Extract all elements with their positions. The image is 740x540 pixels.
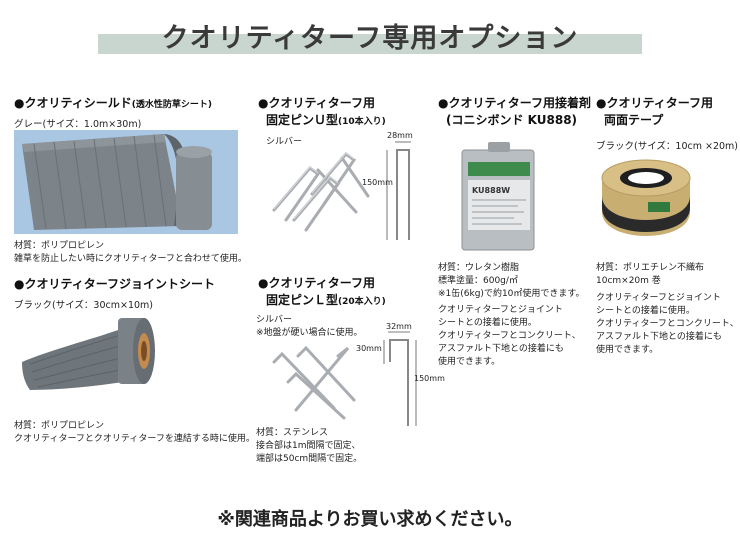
shield-sheet-image xyxy=(14,130,238,234)
adhesive-note: ※1缶(6kg)で約10㎡使用できます。 xyxy=(438,289,585,299)
adhesive-heading-line1: ●クオリティターフ用接着剤 xyxy=(438,96,592,110)
footer-note: ※関連商品よりお買い求めください。 xyxy=(217,509,523,530)
pin-u-name: 固定ピンＵ型 xyxy=(266,113,339,127)
title-banner xyxy=(98,34,642,54)
tape-usage-1: クオリティターフとジョイント xyxy=(596,293,721,303)
pin-u-name-note: (10本入り) xyxy=(338,117,386,127)
shield-name-note: (透水性防草シート) xyxy=(131,100,212,110)
pin-l-note: ※地盤が硬い場合に使用。 xyxy=(256,328,363,338)
tape-size: 10cm×20m 巻 xyxy=(596,276,661,286)
tape-usage-3: クオリティターフとコンクリート、 xyxy=(596,319,739,329)
adhesive-can-label: KU888W xyxy=(472,186,510,195)
tape-heading-line2: 両面テープ xyxy=(604,113,664,127)
shield-name: ●クオリティシールド xyxy=(14,96,132,110)
adhesive-usage-5: 使用できます。 xyxy=(438,357,501,367)
joint-sheet-spec: ブラック(サイズ：30cm×10m) xyxy=(14,300,153,311)
joint-sheet-usage: クオリティターフとクオリティターフを連結する時に使用。 xyxy=(14,434,255,444)
adhesive-can-image: KU888W xyxy=(461,142,535,251)
tape-heading-line1: ●クオリティターフ用 xyxy=(596,96,714,110)
joint-sheet-heading: ●クオリティターフジョイントシート xyxy=(14,277,216,291)
pin-l-height-dim: 150mm xyxy=(414,374,445,383)
adhesive-coverage: 標準塗量：600g/㎡ xyxy=(438,276,518,286)
tape-usage-4: アスファルト下地との接着にも xyxy=(596,332,722,342)
shield-material: 材質：ポリプロピレン xyxy=(14,241,105,251)
pin-l-name-note: (20本入り) xyxy=(338,297,386,307)
pin-l-hook-dim: 30mm xyxy=(356,344,382,353)
pin-u-diagram xyxy=(386,141,411,240)
adhesive-heading-line2: (コニシボンド KU888) xyxy=(446,113,578,127)
pin-l-name: 固定ピンＬ型 xyxy=(266,293,339,307)
joint-sheet-image xyxy=(22,318,155,390)
page-title: クオリティターフ専用オプション xyxy=(161,23,579,54)
adhesive-material: 材質：ウレタン樹脂 xyxy=(438,263,520,273)
tape-usage-2: シートとの接着に使用。 xyxy=(596,306,695,316)
pin-u-width-dim: 28mm xyxy=(387,131,413,140)
pin-l-width-dim: 32mm xyxy=(386,322,412,331)
pin-u-color: シルバー xyxy=(266,137,303,147)
pin-l-heading-line1: ●クオリティターフ用 xyxy=(258,276,376,290)
pin-l-diagram xyxy=(383,331,417,426)
pin-l-text-2: 端部は50cm間隔で固定。 xyxy=(256,454,363,464)
tape-usage-5: 使用できます。 xyxy=(596,345,659,355)
pin-u-image xyxy=(272,151,370,232)
tape-roll-image xyxy=(601,159,691,236)
pin-u-heading-line2: 固定ピンＵ型(10本入り) xyxy=(266,112,386,131)
pin-u-height-dim: 150mm xyxy=(362,178,393,187)
tape-spec: ブラック(サイズ：10cm ×20m) xyxy=(596,141,739,152)
adhesive-usage-2: シートとの接着に使用。 xyxy=(438,318,537,328)
pin-l-image xyxy=(272,345,356,420)
shield-heading: ●クオリティシールド(透水性防草シート) xyxy=(14,95,212,114)
pin-l-heading-line2: 固定ピンＬ型(20本入り) xyxy=(266,292,386,311)
pin-l-color: シルバー xyxy=(256,315,293,325)
pin-u-heading-line1: ●クオリティターフ用 xyxy=(258,96,376,110)
tape-material: 材質：ポリエチレン不織布 xyxy=(596,263,705,273)
adhesive-usage-1: クオリティターフとジョイント xyxy=(438,305,563,315)
adhesive-usage-4: アスファルト下地との接着にも xyxy=(438,344,564,354)
adhesive-usage-3: クオリティターフとコンクリート、 xyxy=(438,331,581,341)
pin-l-material: 材質：ステンレス xyxy=(256,428,329,438)
joint-sheet-material: 材質：ポリプロピレン xyxy=(14,421,105,431)
shield-usage: 雑草を防止したい時にクオリティターフと合わせて使用。 xyxy=(14,254,247,264)
pin-l-text-1: 接合部は1m間隔で固定、 xyxy=(256,441,361,451)
shield-spec: グレー(サイズ：1.0m×30m) xyxy=(14,119,142,130)
